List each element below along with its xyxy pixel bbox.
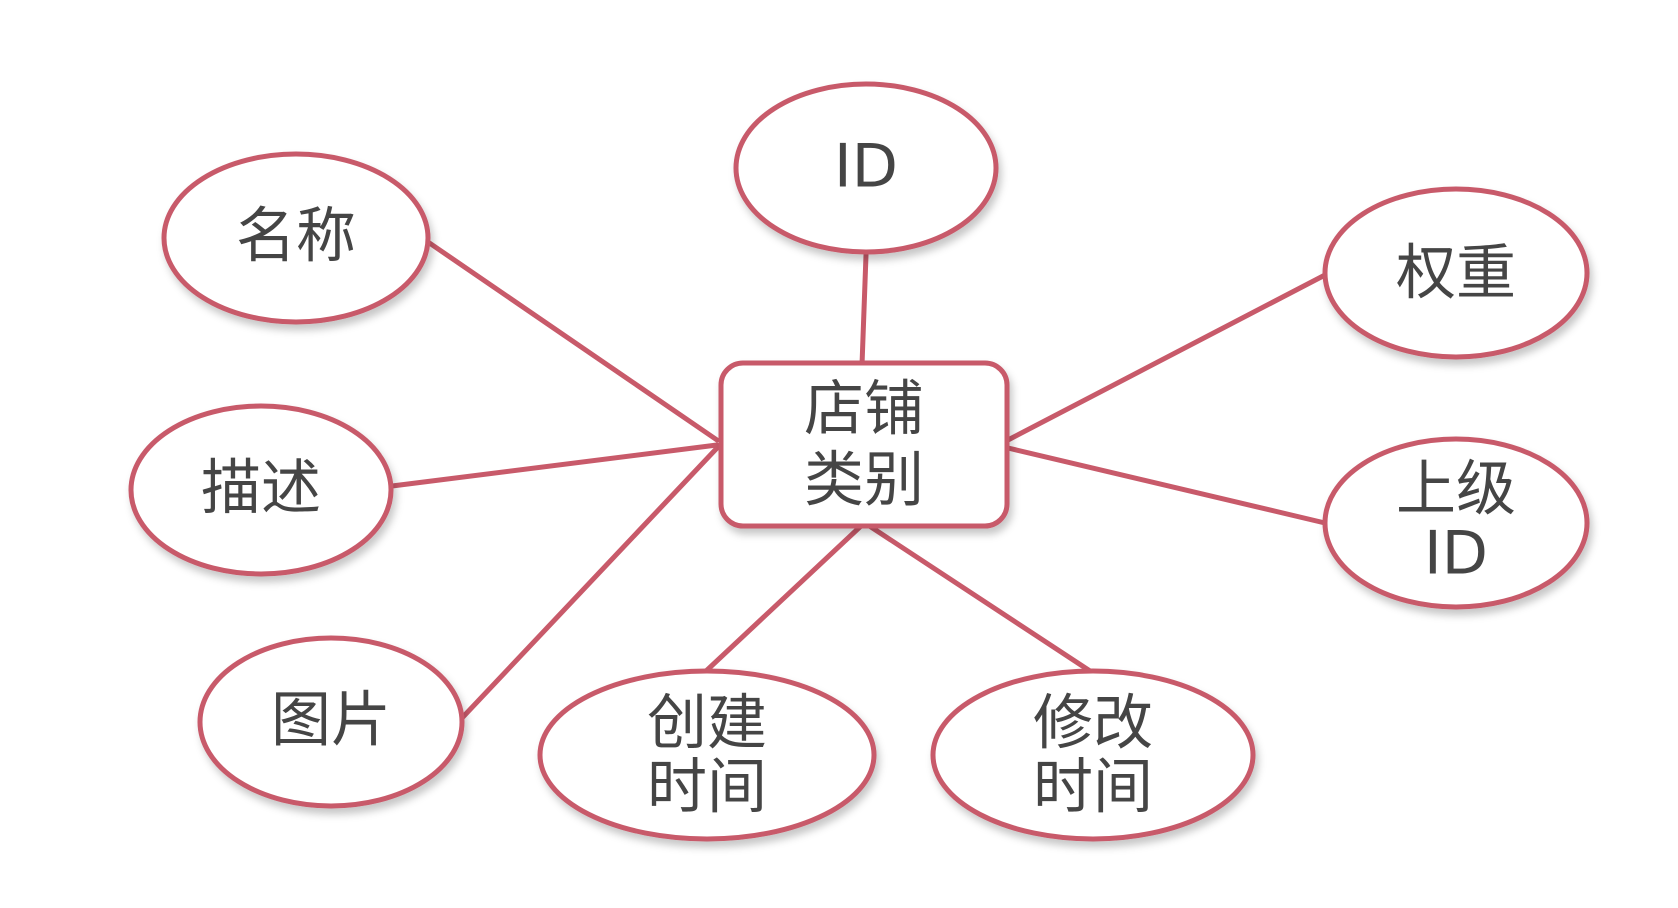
attribute-name-label: 名称 [236,202,356,272]
edges [389,239,1328,721]
edge-parent-id [1005,445,1328,526]
attribute-image: 图片 [197,635,465,809]
entity-shop-category-box [718,360,1010,529]
edge-description [389,442,720,489]
attribute-modified-time-shape [930,668,1256,842]
edge-id [859,252,869,368]
edge-image [459,445,720,721]
attribute-weight-label: 权重 [1396,239,1516,309]
entity-shop-category-label-line2: 类别 [804,446,924,516]
attribute-name-shape [161,151,431,325]
attribute-created-time: 创建 时间 [537,668,877,842]
attribute-image-shape [197,635,465,809]
attribute-weight-shape [1322,186,1590,360]
attribute-parent-id-shape [1322,436,1590,610]
attribute-parent-id-label-line2: ID [1424,519,1488,589]
attribute-weight: 权重 [1322,186,1590,360]
attribute-id-label: ID [834,132,898,202]
attribute-description: 描述 [128,403,394,577]
attribute-created-time-label-line1: 创建 [647,689,767,759]
attribute-description-shape [128,403,394,577]
entity-shop-category: 店铺 类别 [718,360,1010,529]
attribute-created-time-shape [537,668,877,842]
edge-modified-time [865,522,1093,674]
attribute-name: 名称 [161,151,431,325]
edge-weight [1005,272,1328,443]
attribute-parent-id: 上级 ID [1322,436,1590,610]
edge-name [425,239,720,443]
edge-created-time [702,522,865,675]
attribute-modified-time-label-line1: 修改 [1033,689,1153,759]
attribute-modified-time-label-line2: 时间 [1033,753,1153,823]
attribute-image-label: 图片 [271,686,391,756]
attribute-id: ID [733,81,999,255]
attribute-id-shape [733,81,999,255]
attribute-created-time-label-line2: 时间 [647,753,767,823]
attribute-modified-time: 修改 时间 [930,668,1256,842]
entity-shop-category-label-line1: 店铺 [804,375,924,445]
attribute-parent-id-label-line1: 上级 [1396,455,1516,525]
attribute-description-label: 描述 [201,454,321,524]
